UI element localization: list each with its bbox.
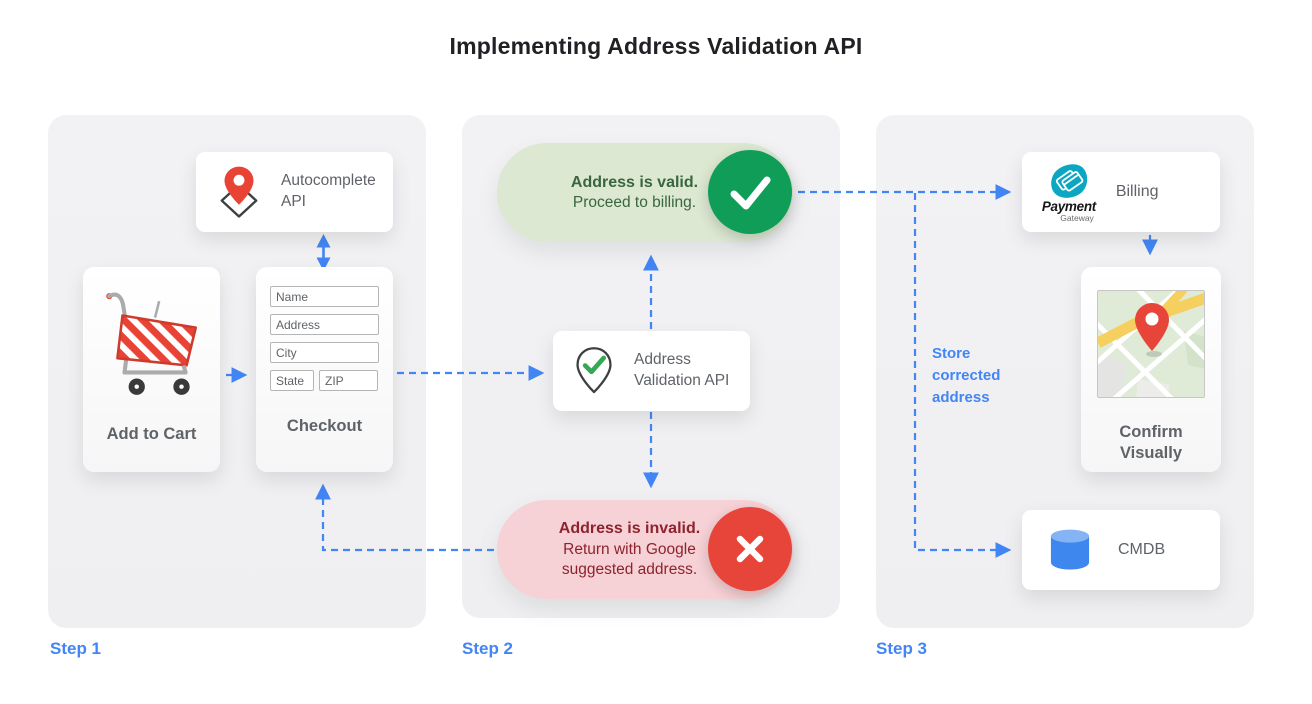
address-invalid-banner: Address is invalid. Return with Google s… — [497, 500, 793, 599]
map-pin-check-icon — [567, 343, 621, 399]
address-validation-api-label: Address Validation API — [634, 351, 730, 389]
autocomplete-api-label: Autocomplete API — [281, 172, 376, 210]
step2-label: Step 2 — [462, 639, 514, 658]
billing-card: Payment Gateway Billing — [1022, 152, 1220, 232]
shopping-cart-icon — [96, 287, 208, 410]
invalid-banner-subtitle: Return with Google suggested address. — [561, 540, 698, 579]
valid-banner-subtitle: Proceed to billing. — [572, 193, 697, 211]
address-valid-banner: Address is valid. Proceed to billing. — [497, 143, 793, 242]
x-icon — [708, 507, 792, 591]
database-cylinder-icon — [1044, 525, 1096, 575]
cmdb-label: CMDB — [1118, 541, 1166, 559]
address-validation-api-card: Address Validation API — [553, 331, 750, 411]
payment-logo-text: Payment — [1041, 198, 1096, 214]
step3-label: Step 3 — [876, 639, 928, 658]
page-title: Implementing Address Validation API — [449, 33, 863, 59]
step1-label: Step 1 — [50, 639, 102, 658]
valid-banner-title: Address is valid. — [570, 173, 699, 191]
confirm-visually-card: Confirm Visually — [1081, 267, 1221, 472]
confirm-visually-label: Confirm Visually — [1119, 423, 1183, 463]
name-field: Name — [270, 286, 379, 307]
cmdb-card: CMDB — [1022, 510, 1220, 590]
map-pin-diamond-icon — [210, 163, 268, 221]
add-to-cart-label: Add to Cart — [106, 425, 197, 443]
checkout-label: Checkout — [286, 417, 363, 435]
add-to-cart-card: Add to Cart — [83, 267, 220, 472]
invalid-banner-title: Address is invalid. — [558, 520, 701, 538]
payment-logo-subtext: Gateway — [1060, 212, 1094, 223]
city-field: City — [270, 342, 379, 363]
state-field: State — [270, 370, 314, 391]
check-icon — [708, 150, 792, 234]
map-thumbnail — [1097, 290, 1205, 398]
store-corrected-address-note: Store corrected address — [932, 345, 1001, 406]
address-field: Address — [270, 314, 379, 335]
payment-gateway-logo: Payment Gateway — [1038, 162, 1100, 223]
autocomplete-api-card: Autocomplete API — [196, 152, 393, 232]
billing-label: Billing — [1115, 183, 1159, 201]
zip-field: ZIP — [319, 370, 378, 391]
